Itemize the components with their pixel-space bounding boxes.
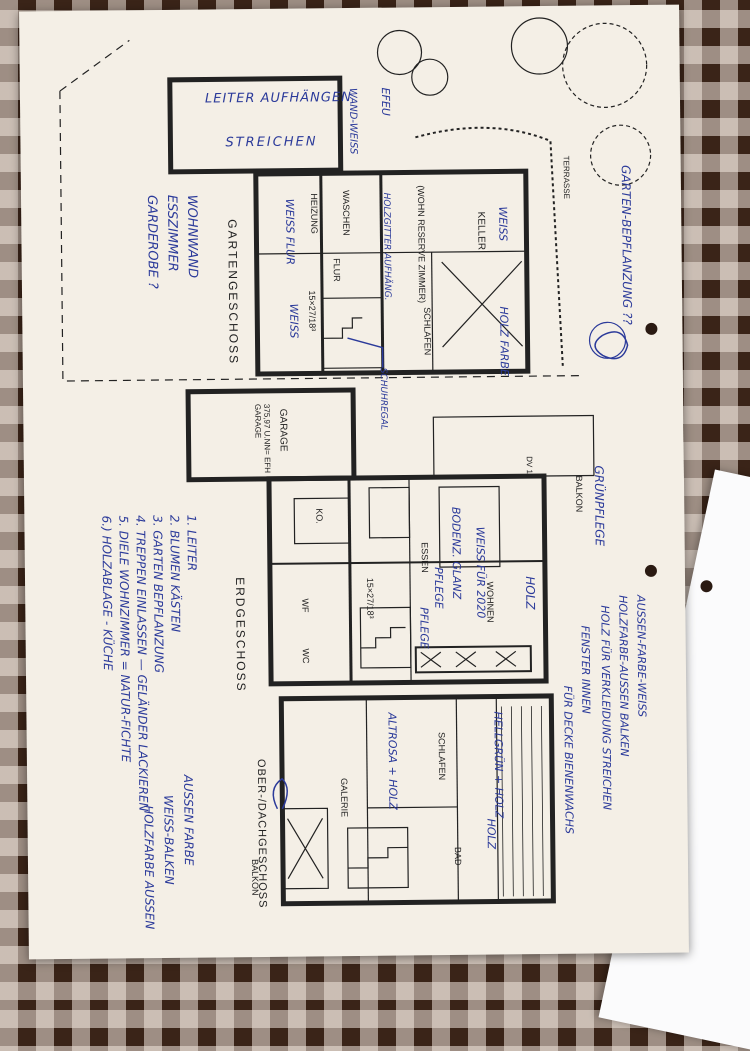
todo-item: 6.) HOLZABLAGE - KÜCHE xyxy=(99,515,115,671)
note-garderobe: GARDEROBE ? xyxy=(143,195,160,289)
todo-item: 3. GARTEN BEPFLANZUNG xyxy=(150,514,166,674)
stairs-ground: 15×27/18³ xyxy=(365,577,376,619)
todo-item: 1. LEITER xyxy=(184,514,199,572)
note-wohnwand: WOHNWAND xyxy=(183,194,200,279)
room-bad: BAD xyxy=(452,846,464,866)
note-schuhregal: SCHUHREGAL xyxy=(377,367,389,430)
note-fuer-decke: FÜR DECKE BIENENWACHS xyxy=(561,685,576,835)
todo-item: 4. TREPPEN EINLASSEN — GELÄNDER LACKIERE… xyxy=(133,515,151,812)
room-balkon-ground: BALKON xyxy=(573,475,585,513)
stairs-garden: 15×27/18³ xyxy=(306,290,318,332)
note-altrosa: ALTROSA + HOLZ xyxy=(385,712,400,810)
note-pflege-2: PFLEGE xyxy=(417,607,431,649)
room-waschen: WASCHEN xyxy=(340,190,352,236)
note-aussen-farbe-weiss: AUSSEN-FARBE-WEISS xyxy=(634,594,649,718)
room-wc: WC xyxy=(300,648,311,664)
room-terrasse: TERRASSE xyxy=(561,155,572,199)
note-holzgitter: HOLZGITTER AUFHÄNG. xyxy=(380,192,393,301)
room-wf: WF xyxy=(300,598,311,613)
note-fenster-innen: FENSTER INNEN xyxy=(578,625,593,714)
room-wohn-reserve: (WOHN RESERVE ZIMMER) xyxy=(415,185,428,304)
floor-plan-sheet: GARTENGESCHOSS ERDGESCHOSS OBER-/DACHGES… xyxy=(19,4,689,960)
note-holzfarbe-aussen: HOLZFARBE AUSSEN xyxy=(141,805,157,930)
note-bodenz-glanz: BODENZ. GLANZ xyxy=(449,506,464,600)
room-balkon-upper: BALKON xyxy=(249,859,261,896)
note-streichen: STREICHEN xyxy=(225,134,318,151)
note-weiss-flur: WEISS FLUR xyxy=(283,198,297,266)
note-gruenpflege: GRÜNPFLEGE xyxy=(591,465,607,547)
note-holz-farbe: HOLZ FARBE xyxy=(497,306,511,376)
todo-item: 5. DIELE WOHNZIMMER = NATUR-FICHTE xyxy=(116,515,133,763)
todo-item: 2. BLUMEN KÄSTEN xyxy=(167,514,183,633)
room-keller: KELLER xyxy=(475,211,487,251)
punch-hole xyxy=(699,579,714,594)
room-garage: GARAGE xyxy=(277,408,289,452)
room-flur: FLUR xyxy=(331,258,342,282)
garage-note: 375,97 U.NN= EFH GARAGE xyxy=(253,403,272,474)
floor-label-garden: GARTENGESCHOSS xyxy=(225,219,241,366)
note-weiss-keller: WEISS xyxy=(496,206,510,242)
note-holz-wohnen: HOLZ xyxy=(522,576,538,610)
room-galerie: GALERIE xyxy=(339,778,350,818)
note-garten-bepflanzung: GARTEN-BEPFLANZUNG ?? xyxy=(618,165,635,325)
room-dv: DV 16 xyxy=(524,456,534,479)
note-holz-bad: HOLZ xyxy=(484,818,498,850)
room-schlafen-upper: SCHLAFEN xyxy=(436,732,448,781)
room-schlafen-garden: SCHLAFEN xyxy=(422,307,433,356)
photo-scene: GARTENGESCHOSS ERDGESCHOSS OBER-/DACHGES… xyxy=(19,4,750,1051)
room-heizung: HEIZUNG xyxy=(308,193,320,234)
note-pflege-1: PFLEGE xyxy=(431,567,446,609)
note-hellgruen: HELLGRÜN + HOLZ xyxy=(491,711,506,819)
plan-drawing xyxy=(59,17,652,907)
note-efeu: EFEU xyxy=(378,87,393,116)
room-essen: ESSEN xyxy=(419,542,430,573)
note-wand-weiss: WAND-WEISS xyxy=(346,87,359,155)
note-esszimmer: ESSZIMMER xyxy=(163,194,180,272)
note-weiss-keller2: WEISS xyxy=(287,303,301,339)
floor-label-ground: ERDGESCHOSS xyxy=(232,577,249,693)
note-leiter: LEITER AUFHÄNGEN xyxy=(204,90,352,107)
note-holz-verkleidung: HOLZ FÜR VERKLEIDUNG STREICHEN xyxy=(598,605,614,811)
todo-list: 1. LEITER 2. BLUMEN KÄSTEN 3. GARTEN BEP… xyxy=(97,515,202,812)
note-holzfarbe-aussen-balken: HOLZFARBE-AUSSEN BALKEN xyxy=(616,595,631,757)
room-ko: KO. xyxy=(314,508,325,524)
note-weiss-fuer-2020: WEISS FÜR 2020 xyxy=(473,526,488,619)
